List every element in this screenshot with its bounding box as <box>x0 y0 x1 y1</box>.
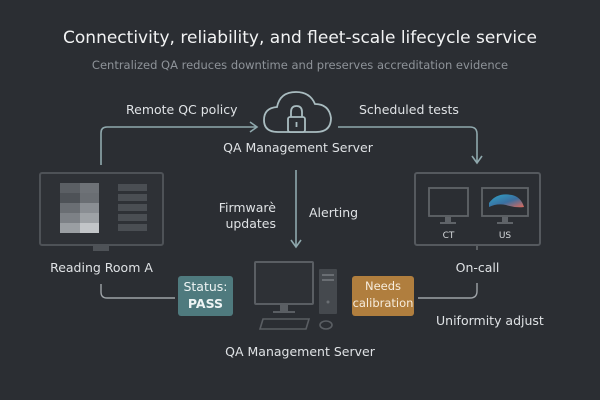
status-pass-line-1: Status: <box>183 279 228 294</box>
arrowhead-firmware <box>290 239 302 249</box>
on-call-workstation-icon <box>414 172 541 246</box>
on-call-label: On-call <box>455 260 500 275</box>
needs-calibration-badge: Needs calibration <box>352 276 414 316</box>
firmware-line-1: Firmwarè <box>218 200 276 215</box>
edge-reading-room-status <box>100 284 175 299</box>
arrowhead-remote-qc <box>249 121 259 133</box>
edge-calibration-oncall <box>418 283 478 299</box>
cloud-lock-icon <box>263 91 332 133</box>
edge-label-uniformity: Uniformity adjust <box>436 313 544 328</box>
desktop-computer-icon <box>254 261 337 330</box>
monitor-label-ct: CT <box>442 231 455 241</box>
edge-label-remote-qc: Remote QC policy <box>126 102 238 117</box>
status-pass-line-2: PASS <box>187 296 224 311</box>
monitor-label-us: US <box>498 231 512 241</box>
edge-label-scheduled-tests: Scheduled tests <box>359 102 459 117</box>
page-title: Connectivity, reliability, and fleet-sca… <box>63 28 537 48</box>
firmware-line-2: updates <box>225 216 276 231</box>
page-subtitle: Centralized QA reduces downtime and pres… <box>91 58 509 72</box>
ultrasound-image <box>489 194 524 208</box>
reading-room-label: Reading Room A <box>50 260 153 275</box>
edge-remote-qc <box>100 126 256 165</box>
calibration-line-1: Needs <box>364 279 402 293</box>
edge-scheduled-tests <box>338 126 478 162</box>
image-grid <box>60 183 99 233</box>
cloud-server-label: QA Management Server <box>223 140 373 155</box>
edge-label-alerting: Alerting <box>309 205 359 220</box>
local-server-label: QA Management Server <box>225 344 375 359</box>
edge-label-firmware: Firmwarè updates <box>215 200 276 232</box>
calibration-line-2: calibration <box>352 296 414 310</box>
status-pass-badge: Status: PASS <box>178 276 233 316</box>
reading-room-monitor-icon <box>39 172 164 251</box>
arrowhead-scheduled-tests <box>471 155 483 165</box>
worklist-rows <box>118 184 147 231</box>
